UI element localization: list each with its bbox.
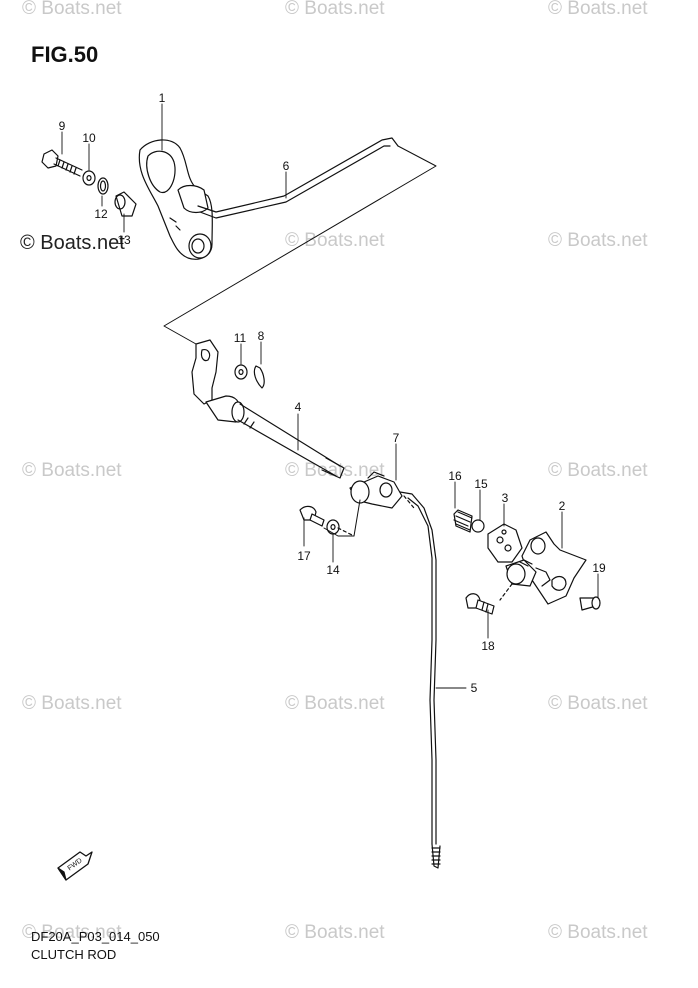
callout-13: 13 [117, 233, 131, 247]
callout-3: 3 [502, 491, 509, 505]
watermark: © Boats.net [548, 693, 648, 714]
detent-plate-part-3 [487, 523, 523, 563]
watermark: © Boats.net [285, 0, 385, 19]
callout-14: 14 [326, 563, 340, 577]
figure-title: FIG.50 [31, 42, 99, 67]
watermark: © Boats.net [548, 230, 648, 251]
watermark: © Boats.net [22, 460, 122, 481]
callout-8: 8 [258, 329, 265, 343]
callout-12: 12 [94, 207, 108, 221]
shift-lever-part-2 [505, 531, 587, 605]
callout-18: 18 [481, 639, 495, 653]
bolt-part-9 [41, 149, 83, 177]
callout-6: 6 [283, 159, 290, 173]
watermark: © Boats.net [285, 922, 385, 943]
rod-end-part-7 [349, 471, 403, 509]
watermark: © Boats.net [285, 230, 385, 251]
figure-caption: CLUTCH ROD [31, 947, 117, 962]
callout-7: 7 [393, 431, 400, 445]
callout-1: 1 [159, 91, 166, 105]
watermark: © Boats.net [548, 922, 648, 943]
clutch-shaft-part [191, 339, 345, 479]
watermark: © Boats.net [22, 922, 122, 943]
callout-11: 11 [234, 331, 247, 345]
callout-2: 2 [559, 499, 566, 513]
callout-17: 17 [297, 549, 311, 563]
watermark: © Boats.net [285, 460, 385, 481]
clutch-lever-part [138, 139, 213, 260]
watermark: © Boats.net [22, 0, 122, 19]
figure-code: DF20A_P03_014_050 [31, 929, 160, 944]
callout-10: 10 [82, 131, 96, 145]
watermark: © Boats.net [20, 232, 125, 254]
watermark: © Boats.net [22, 693, 122, 714]
callout-15: 15 [474, 477, 488, 491]
callout-19: 19 [592, 561, 606, 575]
callout-5: 5 [471, 681, 478, 695]
callout-16: 16 [448, 469, 462, 483]
watermark: © Boats.net [548, 0, 648, 19]
callout-9: 9 [59, 119, 66, 133]
callout-4: 4 [295, 400, 302, 414]
callout-labels: 1 2 3 4 5 6 7 8 9 10 11 12 13 14 15 16 1… [59, 91, 606, 695]
watermark: © Boats.net [285, 693, 385, 714]
watermark: © Boats.net [548, 460, 648, 481]
